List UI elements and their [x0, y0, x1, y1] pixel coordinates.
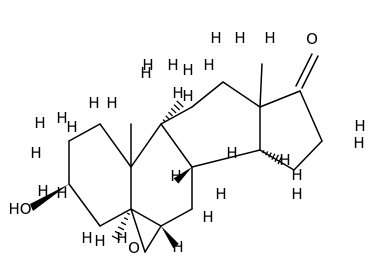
hydrogen-label-1: H	[210, 29, 221, 47]
bond-c17-c13	[259, 90, 301, 108]
hydrogen-label-10: H	[106, 94, 117, 112]
bond-c9-c11	[160, 106, 193, 125]
hydrogen-label-8: H	[182, 87, 193, 105]
hydrogen-label-5: H	[203, 56, 214, 74]
hydrogen-label-30: H	[116, 229, 127, 247]
hydrogen-label-22: H	[215, 185, 226, 203]
hash-bond-c5-h-3	[120, 221, 127, 226]
hydrogen-label-18: H	[94, 232, 105, 250]
epoxide-oxygen-label: O	[128, 239, 140, 257]
hydrogen-label-28: H	[170, 167, 181, 185]
hash-bond-c9-h-1	[162, 119, 166, 123]
methyl-bond-c18	[259, 63, 263, 108]
hydrogen-label-17: H	[37, 182, 48, 200]
hash-bond-c5-h-6	[111, 235, 121, 241]
hydrogen-label-4: H	[182, 61, 193, 79]
hash-bond-c5-h-4	[117, 226, 125, 231]
carbonyl-bond-b	[295, 53, 313, 87]
hydrogen-label-19: H	[81, 229, 92, 247]
hash-bond-c14-h-1	[262, 149, 265, 154]
hash-bond-c14-h-5	[274, 154, 279, 163]
hash-bond-c5-h-2	[123, 217, 129, 221]
bond-c8-c9	[160, 123, 193, 168]
bond-c16-c17	[299, 90, 323, 142]
hydrogen-label-29: H	[279, 151, 290, 169]
bond-c5-c6	[130, 208, 162, 227]
bond-c15-c16	[293, 140, 323, 171]
bond-c1-c2	[68, 123, 101, 142]
hash-bond-c5-h-5	[114, 230, 123, 236]
bond-c9-c10	[130, 123, 162, 168]
epoxide-bond-c6-o	[144, 225, 162, 253]
hydrogen-label-25: H	[291, 185, 302, 203]
hydrogen-label-15: H	[30, 144, 41, 162]
hydrogen-label-14: H	[66, 118, 77, 136]
epoxide-bond-c5-o	[130, 208, 146, 253]
bond-layer	[30, 53, 323, 253]
hydrogen-label-7: H	[142, 56, 153, 74]
hydrogen-label-23: H	[226, 144, 237, 162]
hash-bond-c14-h-2	[265, 151, 269, 156]
hydrogen-label-16: H	[56, 184, 67, 202]
hydrogen-label-11: H	[88, 94, 99, 112]
bond-c10-c1	[99, 123, 132, 168]
hash-bond-c9-h-6	[176, 100, 184, 108]
hydrogen-label-24: H	[291, 166, 302, 184]
hydrogen-label-27: H	[353, 134, 364, 152]
hash-bond-c9-h-5	[173, 104, 181, 111]
hash-bond-c5-h-1	[126, 212, 131, 216]
bond-c3-c4	[68, 183, 101, 227]
hydrogen-label-20: H	[172, 238, 183, 256]
hydrogen-label-12: H	[56, 109, 67, 127]
bond-c12-c13	[222, 81, 261, 108]
hydroxyl-label: HO	[8, 200, 31, 218]
bond-c4-c5	[99, 208, 132, 227]
carbonyl-bond-a	[301, 55, 319, 89]
hash-bond-c9-h-3	[168, 111, 173, 117]
carbonyl-oxygen-label: O	[306, 30, 318, 48]
hash-bond-c9-h-2	[165, 115, 170, 120]
hash-bond-c14-h-3	[268, 152, 272, 158]
bond-c6-c7	[160, 208, 193, 227]
wedge-bond-c6-h	[161, 226, 179, 249]
bond-c14-c15	[259, 149, 295, 171]
hash-bond-c14-h-6	[277, 155, 283, 165]
hydrogen-label-3: H	[264, 29, 275, 47]
hydrogen-label-9: H	[172, 84, 183, 102]
hydrogen-label-13: H	[34, 114, 45, 132]
hash-bond-c9-h-4	[170, 107, 177, 114]
hash-bond-c14-h-4	[271, 153, 276, 160]
hydrogen-label-26: H	[354, 117, 365, 135]
hydrogen-label-31: H	[140, 64, 151, 82]
bond-c11-c12	[191, 81, 224, 108]
hydrogen-label-2: H	[234, 29, 245, 47]
bond-c14-c8	[191, 149, 261, 168]
hydrogen-label-21: H	[202, 208, 213, 226]
wedge-bond-c3-oh	[30, 184, 69, 211]
hydrogen-label-6: H	[167, 56, 178, 74]
wedge-bond-c8-h	[173, 167, 192, 184]
